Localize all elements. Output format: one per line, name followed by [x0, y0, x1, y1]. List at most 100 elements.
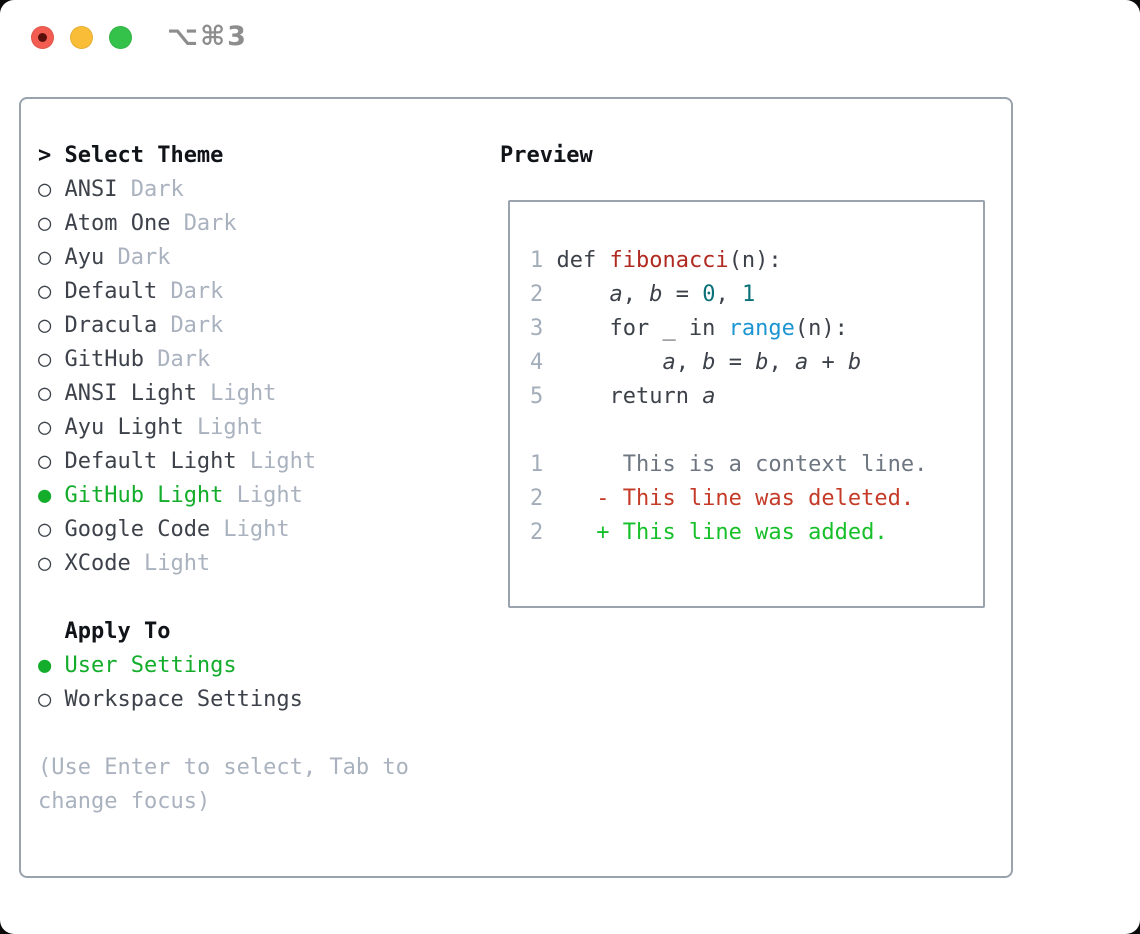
code-token: return	[556, 384, 703, 409]
diff-context-line: 1 This is a context line.	[530, 448, 983, 482]
code-token: a	[702, 384, 716, 409]
radio-icon: ○	[38, 279, 52, 304]
diff-text: This is a context line.	[556, 452, 928, 477]
radio-icon: ○	[38, 517, 52, 542]
code-line: 1 def fibonacci(n):	[530, 244, 983, 278]
theme-name: Ayu	[64, 245, 105, 270]
radio-icon: ○	[38, 381, 52, 406]
diff-text: - This line was deleted.	[556, 486, 915, 511]
theme-variant: Light	[223, 517, 290, 542]
code-token	[556, 282, 609, 307]
window-title: ⌥⌘3	[167, 21, 248, 52]
radio-icon: ○	[38, 347, 52, 372]
code-token: (n):	[728, 248, 782, 273]
theme-name: ANSI	[64, 177, 118, 202]
code-token: for _ in	[556, 316, 729, 341]
theme-variant: Dark	[170, 279, 224, 304]
theme-variant: Dark	[157, 347, 211, 372]
theme-option-ansi-light[interactable]: ○ ANSI Light Light	[38, 377, 409, 411]
line-number: 1	[530, 248, 544, 273]
theme-option-google-code[interactable]: ○ Google Code Light	[38, 513, 409, 547]
option-label: User Settings	[64, 653, 237, 678]
theme-name: ANSI Light	[64, 381, 197, 406]
zoom-button[interactable]	[109, 26, 132, 49]
theme-name: GitHub	[64, 347, 144, 372]
radio-icon: ○	[38, 177, 52, 202]
theme-variant: Dark	[117, 245, 171, 270]
line-number: 2	[530, 282, 544, 307]
theme-option-default-dark[interactable]: ○ Default Dark	[38, 275, 409, 309]
theme-option-ansi-dark[interactable]: ○ ANSI Dark	[38, 173, 409, 207]
diff-text: + This line was added.	[556, 520, 888, 545]
code-line: 3 for _ in range(n):	[530, 312, 983, 346]
code-line: 2 a, b = 0, 1	[530, 278, 983, 312]
theme-variant: Light	[236, 483, 303, 508]
code-token: (n):	[794, 316, 848, 341]
line-number: 5	[530, 384, 544, 409]
theme-option-github-light[interactable]: ● GitHub Light Light	[38, 479, 409, 513]
diff-deleted-line: 2 - This line was deleted.	[530, 482, 983, 516]
theme-variant: Dark	[183, 211, 237, 236]
theme-name: Google Code	[64, 517, 211, 542]
line-number: 2	[530, 486, 544, 511]
theme-variant: Light	[210, 381, 277, 406]
code-token: ,	[715, 282, 742, 307]
radio-icon: ○	[38, 211, 52, 236]
code-token: +	[808, 350, 848, 375]
radio-selected-icon: ●	[38, 483, 52, 508]
section-title: Select Theme	[64, 143, 224, 168]
code-token: 0	[702, 282, 716, 307]
section-title: Apply To	[64, 619, 171, 644]
help-text-line-2: change focus)	[38, 789, 211, 814]
radio-icon: ○	[38, 415, 52, 440]
help-text-line-1: (Use Enter to select, Tab to	[38, 755, 409, 780]
code-token: b	[649, 282, 663, 307]
theme-variant: Light	[249, 449, 317, 474]
code-token: a	[794, 350, 809, 375]
code-token: =	[715, 350, 756, 375]
radio-selected-icon: ●	[38, 653, 52, 678]
theme-name: Atom One	[64, 211, 171, 236]
line-number: 3	[530, 316, 544, 341]
radio-icon: ○	[38, 687, 52, 712]
select-theme-header: >Select Theme	[38, 139, 409, 173]
radio-icon: ○	[38, 313, 52, 338]
theme-name: Ayu Light	[64, 415, 184, 440]
apply-option-user-settings[interactable]: ● User Settings	[38, 649, 409, 683]
code-token: =	[662, 282, 703, 307]
diff-added-line: 2 + This line was added.	[530, 516, 983, 550]
theme-option-atom-one-dark[interactable]: ○ Atom One Dark	[38, 207, 409, 241]
code-token: fibonacci	[609, 248, 729, 273]
blank-line	[530, 414, 983, 448]
preview-header: Preview	[500, 143, 593, 168]
apply-to-header: Apply To	[38, 615, 409, 649]
code-token: ,	[768, 350, 795, 375]
code-token: ,	[622, 282, 650, 307]
theme-name: Default Light	[64, 449, 237, 474]
code-token: b	[755, 350, 769, 375]
theme-name: GitHub Light	[64, 483, 224, 508]
theme-name: Dracula	[64, 313, 158, 338]
theme-name: Default	[64, 279, 158, 304]
apply-option-workspace-settings[interactable]: ○Workspace Settings	[38, 683, 409, 717]
theme-variant: Dark	[130, 177, 184, 202]
theme-variant: Light	[143, 551, 211, 576]
code-token: b	[847, 350, 862, 375]
code-token: a	[662, 350, 676, 375]
minimize-button[interactable]	[70, 26, 93, 49]
close-button[interactable]	[31, 26, 54, 49]
code-token: range	[728, 316, 795, 341]
code-token: 1	[741, 282, 756, 307]
code-line: 4 a, b = b, a + b	[530, 346, 983, 380]
theme-option-github-dark[interactable]: ○ GitHub Dark	[38, 343, 409, 377]
code-token: a	[609, 282, 623, 307]
line-number: 2	[530, 520, 544, 545]
code-token: def	[556, 248, 610, 273]
